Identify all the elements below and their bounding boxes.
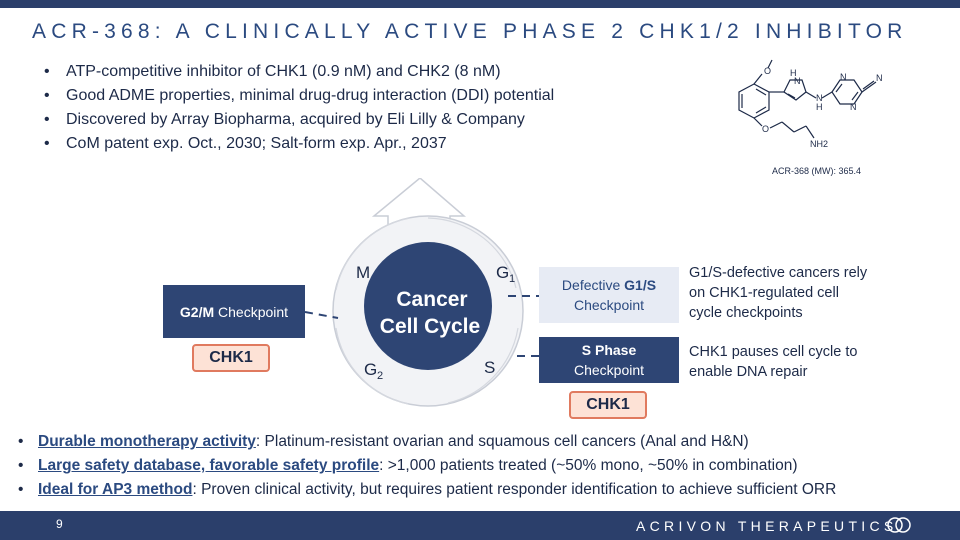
atom-h-link: H bbox=[816, 102, 823, 112]
footer-bar bbox=[0, 511, 960, 540]
slide-title: ACR-368: A CLINICALLY ACTIVE PHASE 2 CHK… bbox=[32, 20, 908, 43]
s-phase-checkpoint-box: S Phase Checkpoint bbox=[539, 337, 679, 383]
brand-wordmark: ACRIVON THERAPEUTICS bbox=[636, 518, 898, 534]
cycle-center-label: Cancer bbox=[396, 288, 467, 311]
molecule-caption: ACR-368 (MW): 365.4 bbox=[772, 166, 862, 176]
phase-g1-label: G bbox=[496, 263, 509, 282]
defective-label: Defective bbox=[561, 277, 625, 293]
atom-n: N bbox=[794, 76, 801, 86]
cycle-center-label: Cell Cycle bbox=[380, 315, 480, 338]
bullet-item: ATP-competitive inhibitor of CHK1 (0.9 n… bbox=[42, 60, 554, 84]
page-number: 9 bbox=[56, 517, 63, 531]
atom-o-ether: O bbox=[762, 124, 769, 134]
bullet-bold: Durable monotherapy activity bbox=[38, 433, 256, 450]
g1s-bold: G1/S bbox=[624, 277, 657, 293]
bullet-item: Ideal for AP3 method: Proven clinical ac… bbox=[18, 478, 836, 502]
atom-n-pyrazine: N bbox=[850, 102, 857, 112]
phase-g1-subscript: 1 bbox=[509, 273, 515, 285]
molecule-structure: O H N N H N N N O NH2 bbox=[738, 59, 883, 149]
bullet-item: Durable monotherapy activity: Platinum-r… bbox=[18, 430, 836, 454]
g2m-checkpoint-box: G2/M Checkpoint bbox=[163, 285, 305, 338]
phase-s-label: S bbox=[484, 358, 495, 377]
bullet-item: Good ADME properties, minimal drug-drug … bbox=[42, 84, 554, 108]
bullet-item: Large safety database, favorable safety … bbox=[18, 454, 836, 478]
defective-g1s-box: Defective G1/S Checkpoint bbox=[539, 267, 679, 323]
chk1-badge: CHK1 bbox=[569, 391, 647, 419]
g2m-bold: G2/M bbox=[179, 303, 215, 320]
cell-cycle-diagram: Cancer Cell Cycle M G 1 G 2 S bbox=[332, 178, 524, 407]
phase-m-label: M bbox=[356, 263, 370, 282]
bullet-item: CoM patent exp. Oct., 2030; Salt-form ex… bbox=[42, 132, 554, 156]
phase-g2-subscript: 2 bbox=[377, 370, 383, 382]
phase-g2-label: G bbox=[364, 360, 377, 379]
checkpoint-label: Checkpoint bbox=[573, 362, 645, 378]
g1s-note: G1/S-defective cancers rely on CHK1-regu… bbox=[689, 265, 868, 321]
atom-n-pyrazine: N bbox=[840, 72, 847, 82]
bullet-item: Discovered by Array Biopharma, acquired … bbox=[42, 108, 554, 132]
bullet-bold: Large safety database, favorable safety … bbox=[38, 457, 380, 474]
atom-n-link: N bbox=[816, 93, 823, 103]
top-bullet-list: ATP-competitive inhibitor of CHK1 (0.9 n… bbox=[42, 60, 554, 156]
s-phase-note: CHK1 pauses cell cycle to enable DNA rep… bbox=[689, 344, 858, 380]
top-bar bbox=[0, 0, 960, 8]
bullet-text: : >1,000 patients treated (~50% mono, ~5… bbox=[379, 457, 798, 474]
bullet-text: : Proven clinical activity, but requires… bbox=[192, 481, 837, 498]
bullet-text: : Platinum-resistant ovarian and squamou… bbox=[255, 433, 749, 450]
brand-logo-icon bbox=[887, 517, 911, 533]
atom-n-nitrile: N bbox=[876, 73, 883, 83]
s-phase-label: S Phase bbox=[581, 342, 637, 358]
chk1-badge: CHK1 bbox=[192, 344, 270, 372]
bullet-bold: Ideal for AP3 method bbox=[38, 481, 193, 498]
g2m-rest: Checkpoint bbox=[214, 303, 289, 320]
cycle-center-circle bbox=[364, 242, 492, 370]
checkpoint-label: Checkpoint bbox=[573, 297, 645, 313]
atom-nh2: NH2 bbox=[810, 139, 828, 149]
atom-h: H bbox=[790, 68, 797, 78]
bottom-bullet-list: Durable monotherapy activity: Platinum-r… bbox=[18, 430, 836, 502]
atom-o-methoxy: O bbox=[764, 66, 771, 76]
